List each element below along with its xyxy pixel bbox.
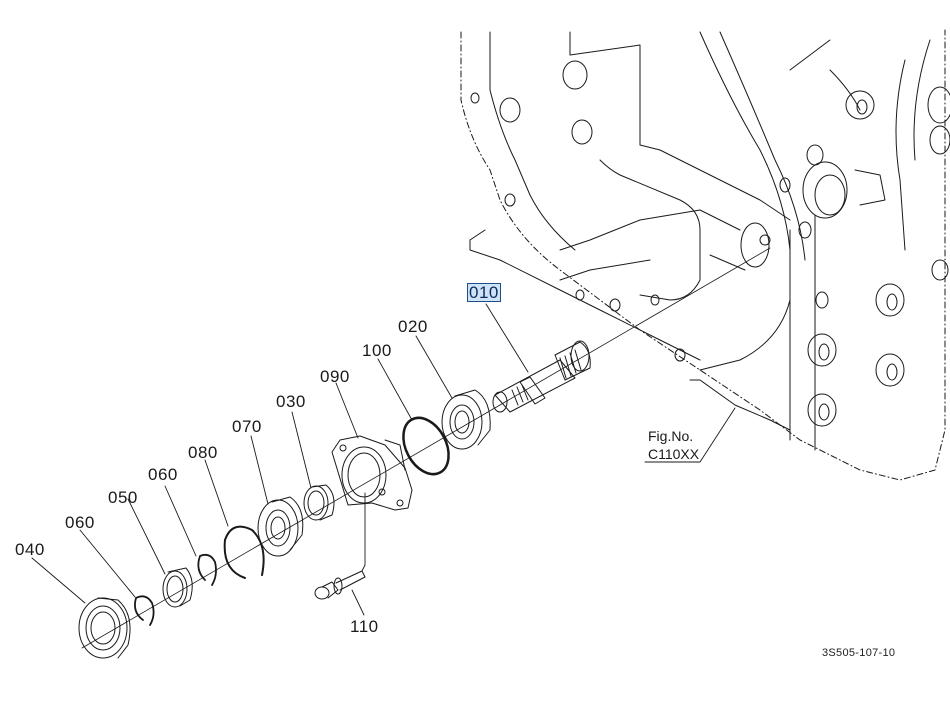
part-clip-060-upper[interactable] bbox=[197, 553, 217, 586]
assembly-axis bbox=[81, 247, 771, 649]
part-snapring-080[interactable] bbox=[223, 525, 265, 579]
figure-number: Fig.No. C110XX bbox=[648, 428, 699, 463]
callout-080[interactable]: 080 bbox=[188, 443, 218, 462]
callout-060-lower[interactable]: 060 bbox=[65, 513, 95, 532]
part-collar-050[interactable] bbox=[162, 567, 193, 608]
callout-060-upper[interactable]: 060 bbox=[148, 465, 178, 484]
part-bearing-070[interactable] bbox=[257, 496, 304, 557]
callout-050[interactable]: 050 bbox=[108, 488, 138, 507]
figure-label: Fig.No. bbox=[648, 428, 694, 444]
callout-030[interactable]: 030 bbox=[276, 392, 306, 411]
callout-090[interactable]: 090 bbox=[320, 367, 350, 386]
part-oring-100[interactable] bbox=[394, 410, 457, 482]
figure-code: C110XX bbox=[648, 445, 700, 462]
callout-010[interactable]: 010 bbox=[467, 283, 501, 302]
leader-lines bbox=[31, 303, 736, 616]
drawing-code: 3S505-107-10 bbox=[822, 647, 896, 659]
part-bolt-110[interactable] bbox=[314, 570, 366, 600]
part-bearing-020[interactable] bbox=[441, 389, 491, 450]
callout-040[interactable]: 040 bbox=[15, 540, 45, 559]
part-shaft-010[interactable] bbox=[492, 340, 591, 413]
callout-110[interactable]: 110 bbox=[350, 617, 379, 636]
callout-100[interactable]: 100 bbox=[362, 341, 392, 360]
part-clip-060-lower[interactable] bbox=[134, 595, 155, 626]
part-seal-040[interactable] bbox=[78, 597, 131, 659]
part-flange-housing-090[interactable] bbox=[331, 435, 413, 511]
part-collar-030[interactable] bbox=[303, 484, 335, 521]
transmission-housing bbox=[460, 29, 950, 481]
callout-070[interactable]: 070 bbox=[232, 417, 262, 436]
callout-020[interactable]: 020 bbox=[398, 317, 428, 336]
